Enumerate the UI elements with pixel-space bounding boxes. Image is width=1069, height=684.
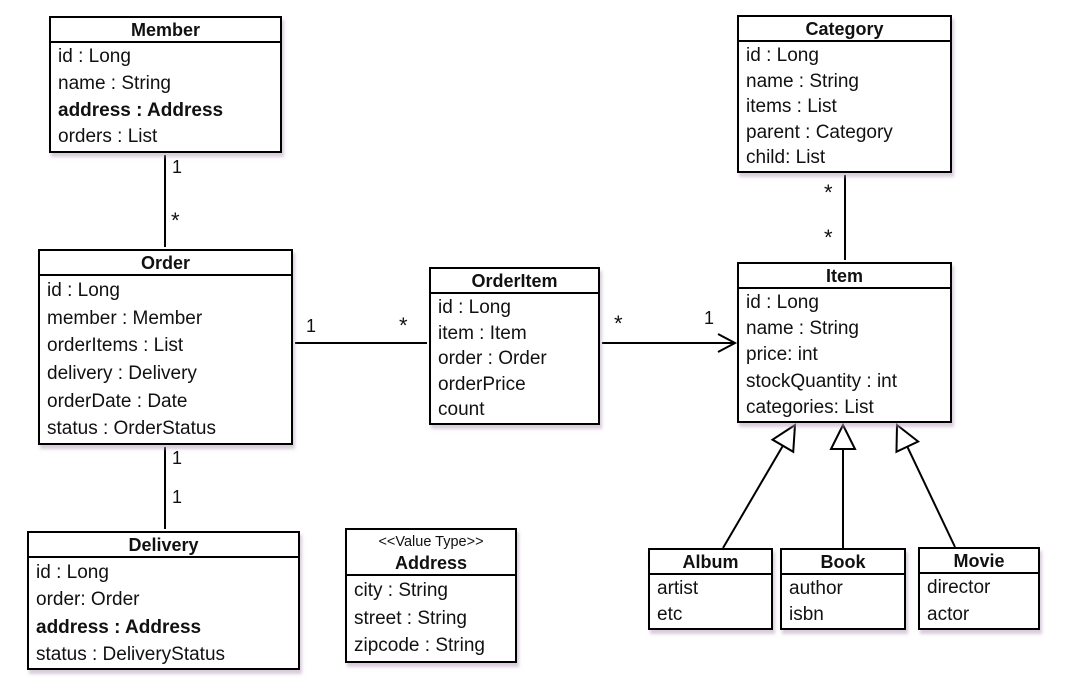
hollow-triangle-icon-item-album xyxy=(770,423,797,454)
multiplicity-label-member-order-1: * xyxy=(171,208,180,233)
class-title-movie: Movie xyxy=(920,549,1038,574)
attribute-delivery-2: address : Address xyxy=(36,616,202,638)
class-box-orderitem: OrderItem id : Long item : Item order : Ord… xyxy=(429,267,600,425)
class-name-category: Category xyxy=(805,19,884,39)
multiplicity-label-order-delivery-0: 1 xyxy=(172,448,183,468)
attribute-member-2: address : Address xyxy=(58,99,224,121)
class-attributes-item: id : Long name : String price: int stockQua… xyxy=(739,289,950,421)
attribute-category-3: parent : Category xyxy=(746,121,893,143)
class-name-delivery: Delivery xyxy=(128,535,199,555)
attribute-orderitem-2: order : Order xyxy=(438,348,547,370)
class-box-delivery: Delivery id : Long order: Order address : A… xyxy=(27,531,300,670)
attribute-book-1: isbn xyxy=(789,604,824,625)
attribute-book-0: author xyxy=(789,578,843,599)
class-box-album: Album artist etc xyxy=(648,548,773,630)
class-title-item: Item xyxy=(739,264,950,289)
attribute-member-1: name : String xyxy=(58,72,171,94)
attribute-delivery-3: status : DeliveryStatus xyxy=(36,643,226,665)
class-attributes-order: id : Long member : Member orderItems : Lis… xyxy=(40,276,291,443)
multiplicity-label-order-orderitem-0: 1 xyxy=(306,316,317,336)
attribute-orderitem-4: count xyxy=(438,399,485,421)
attribute-member-0: id : Long xyxy=(58,46,131,67)
class-title-book: Book xyxy=(782,550,904,575)
class-title-orderitem: OrderItem xyxy=(431,269,598,294)
attribute-orderitem-0: id : Long xyxy=(438,297,511,318)
class-title-album: Album xyxy=(650,550,771,575)
class-name-orderitem: OrderItem xyxy=(471,271,558,291)
attribute-item-3: stockQuantity : int xyxy=(746,370,898,392)
attribute-address-2: zipcode : String xyxy=(354,635,485,657)
attribute-item-0: id : Long xyxy=(746,292,819,313)
class-attributes-album: artist etc xyxy=(650,575,771,628)
class-box-movie: Movie director actor xyxy=(918,547,1040,630)
attribute-order-4: orderDate : Date xyxy=(47,390,188,412)
class-title-order: Order xyxy=(40,251,291,276)
class-box-book: Book author isbn xyxy=(780,548,906,630)
class-box-address: <<Value Type>> Address city : String street… xyxy=(345,528,517,663)
class-stereotype-address: <<Value Type>> xyxy=(378,534,484,550)
attribute-album-0: artist xyxy=(657,578,699,599)
class-attributes-orderitem: id : Long item : Item order : Order orderPr… xyxy=(431,294,598,423)
attribute-order-1: member : Member xyxy=(47,307,203,329)
class-title-delivery: Delivery xyxy=(29,533,298,558)
class-attributes-member: id : Long name : String address : Address o… xyxy=(51,43,280,151)
class-box-order: Order id : Long member : Member orderItems … xyxy=(38,249,293,445)
attribute-address-1: street : String xyxy=(354,607,467,629)
class-name-movie: Movie xyxy=(953,551,1005,571)
attribute-delivery-1: order: Order xyxy=(36,589,140,611)
attribute-movie-0: director xyxy=(927,577,991,598)
multiplicity-label-orderitem-item-1: 1 xyxy=(704,308,715,328)
attribute-orderitem-3: orderPrice xyxy=(438,373,526,395)
class-name-address: Address xyxy=(394,553,468,573)
class-name-order: Order xyxy=(140,253,191,273)
attribute-order-0: id : Long xyxy=(47,280,120,301)
class-title-member: Member xyxy=(51,18,280,43)
class-box-category: Category id : Long name : String items : Li… xyxy=(737,15,952,173)
class-title-category: Category xyxy=(739,17,950,42)
class-attributes-category: id : Long name : String items : List parent… xyxy=(739,42,950,171)
attribute-item-4: categories: List xyxy=(746,396,874,418)
multiplicity-label-orderitem-item-0: * xyxy=(614,311,623,336)
attribute-category-1: name : String xyxy=(746,70,859,92)
generalization-line-item-album xyxy=(722,445,784,549)
attribute-orderitem-1: item : Item xyxy=(438,322,527,344)
class-name-item: Item xyxy=(825,266,863,286)
generalization-line-item-movie xyxy=(906,446,956,548)
multiplicity-label-category-item-0: * xyxy=(824,180,833,205)
class-attributes-book: author isbn xyxy=(782,575,904,628)
attribute-order-3: delivery : Delivery xyxy=(47,363,197,385)
multiplicity-label-order-delivery-1: 1 xyxy=(172,487,183,507)
attribute-item-2: price: int xyxy=(746,344,818,366)
class-attributes-delivery: id : Long order: Order address : Address st… xyxy=(29,558,298,668)
attribute-category-2: items : List xyxy=(746,96,837,118)
attribute-category-4: child: List xyxy=(746,147,826,169)
class-box-member: Member id : Long name : String address : Ad… xyxy=(49,16,282,153)
hollow-triangle-icon-item-book xyxy=(829,422,857,450)
attribute-order-5: status : OrderStatus xyxy=(47,418,216,440)
attribute-movie-1: actor xyxy=(927,603,970,625)
hollow-triangle-icon-item-movie xyxy=(895,422,921,454)
class-name-album: Album xyxy=(682,552,739,572)
multiplicity-label-category-item-1: * xyxy=(824,225,833,250)
class-name-book: Book xyxy=(820,552,866,572)
class-attributes-movie: director actor xyxy=(920,574,1038,628)
attribute-member-3: orders : List xyxy=(58,126,158,148)
attribute-order-2: orderItems : List xyxy=(47,335,184,357)
open-arrowhead-icon-orderitem-item xyxy=(717,333,738,353)
multiplicity-label-order-orderitem-1: * xyxy=(399,313,408,338)
attribute-delivery-0: id : Long xyxy=(36,562,109,583)
class-name-member: Member xyxy=(130,20,201,40)
attribute-album-1: etc xyxy=(657,604,683,625)
class-title-address: <<Value Type>> Address xyxy=(347,530,515,576)
class-box-item: Item id : Long name : String price: int stoc… xyxy=(737,262,952,423)
class-attributes-address: city : String street : String zipcode : St… xyxy=(347,576,515,660)
attribute-address-0: city : String xyxy=(354,580,448,601)
multiplicity-label-member-order-0: 1 xyxy=(172,157,183,177)
attribute-item-1: name : String xyxy=(746,318,859,340)
attribute-category-0: id : Long xyxy=(746,45,819,66)
